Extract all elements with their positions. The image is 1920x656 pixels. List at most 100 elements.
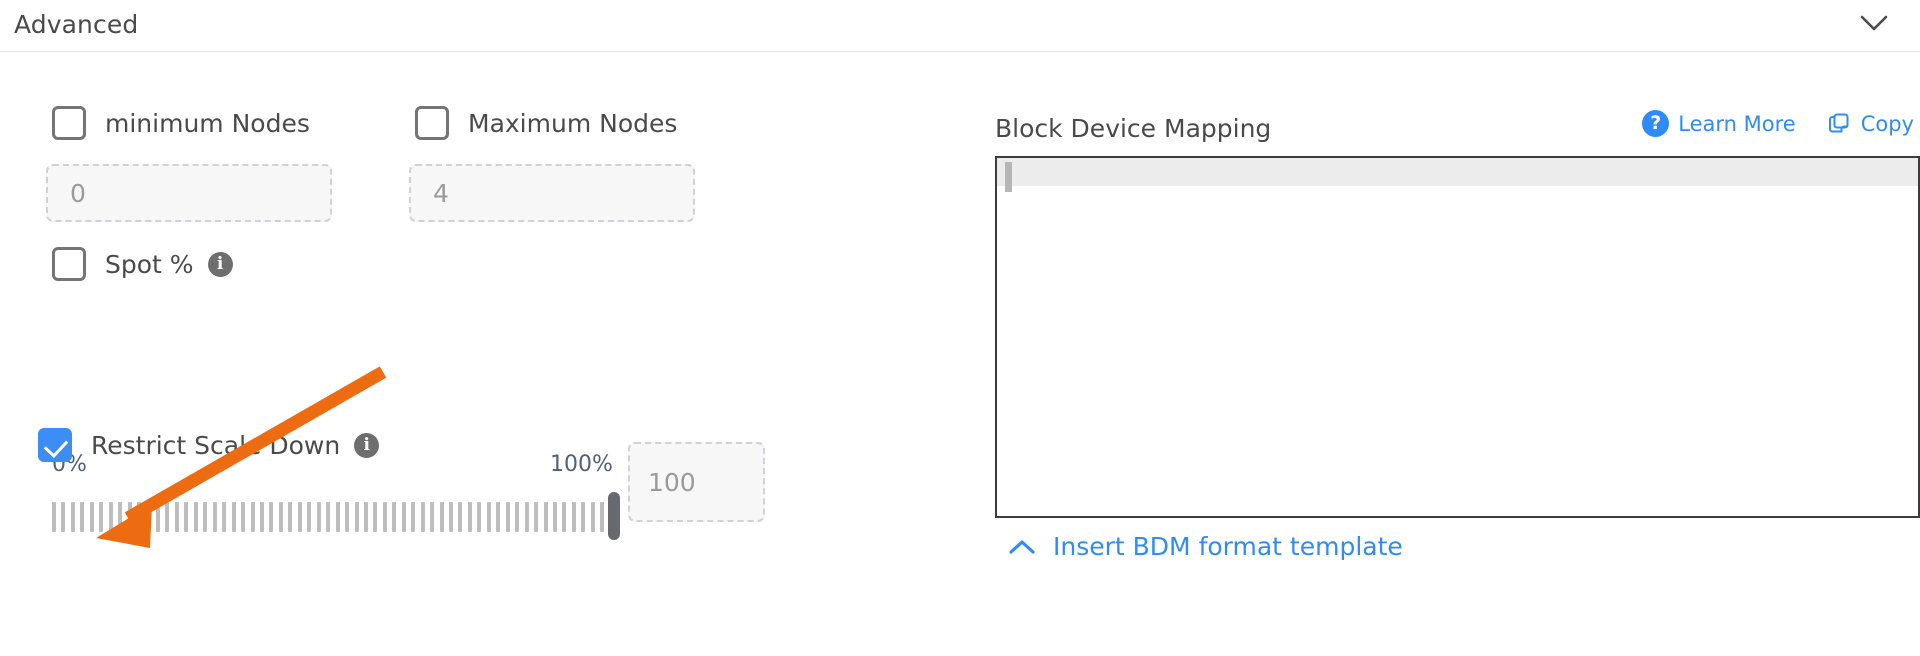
slider-track[interactable]	[52, 500, 614, 534]
slider-tick	[231, 502, 236, 532]
bdm-actions: ? Learn More Copy	[1642, 110, 1914, 137]
slider-tick	[467, 502, 472, 532]
slider-tick	[571, 502, 576, 532]
slider-tick	[278, 502, 283, 532]
max-nodes-row: Maximum Nodes	[415, 106, 677, 140]
min-nodes-label: minimum Nodes	[105, 108, 310, 138]
slider-tick	[439, 502, 444, 532]
slider-tick	[345, 502, 350, 532]
slider-tick	[137, 502, 142, 532]
slider-tick	[222, 502, 227, 532]
restrict-scale-down-row: Restrict Scale Down i	[38, 428, 380, 462]
max-nodes-label: Maximum Nodes	[468, 108, 678, 138]
slider-max-label: 100%	[550, 452, 613, 477]
slider-tick	[80, 502, 85, 532]
restrict-scale-down-checkbox[interactable]	[38, 428, 72, 462]
slider-tick	[486, 502, 491, 532]
slider-tick	[515, 502, 520, 532]
min-nodes-checkbox[interactable]	[52, 106, 86, 140]
slider-tick	[354, 502, 359, 532]
learn-more-label: Learn More	[1678, 111, 1796, 136]
slider-tick	[382, 502, 387, 532]
slider-tick	[505, 502, 510, 532]
slider-tick	[411, 502, 416, 532]
slider-tick	[99, 502, 104, 532]
slider-tick	[496, 502, 501, 532]
spot-percent-label: Spot %	[105, 249, 194, 279]
slider-tick	[430, 502, 435, 532]
min-nodes-input-value: 0	[70, 178, 86, 208]
spot-percent-row: Spot % i	[52, 247, 233, 281]
learn-more-button[interactable]: ? Learn More	[1642, 110, 1796, 137]
chevron-down-icon[interactable]	[1856, 8, 1892, 38]
slider-tick	[316, 502, 321, 532]
editor-caret	[1005, 162, 1012, 192]
spot-percent-value: 100	[648, 467, 696, 497]
slider-tick	[326, 502, 331, 532]
slider-tick	[458, 502, 463, 532]
slider-tick	[70, 502, 75, 532]
slider-tick	[449, 502, 454, 532]
slider-tick	[250, 502, 255, 532]
bdm-title: Block Device Mapping	[995, 114, 1272, 143]
insert-bdm-template-label: Insert BDM format template	[1053, 532, 1403, 561]
slider-tick	[524, 502, 529, 532]
slider-tick	[401, 502, 406, 532]
copy-button[interactable]: Copy	[1826, 111, 1914, 137]
slider-tick	[193, 502, 198, 532]
slider-tick	[590, 502, 595, 532]
slider-tick	[553, 502, 558, 532]
insert-bdm-template-button[interactable]: Insert BDM format template	[1007, 532, 1403, 561]
copy-label: Copy	[1860, 111, 1914, 136]
panel-header: Advanced	[0, 0, 1920, 52]
slider-tick	[288, 502, 293, 532]
slider-tick	[297, 502, 302, 532]
slider-tick	[420, 502, 425, 532]
slider-tick	[335, 502, 340, 532]
max-nodes-checkbox[interactable]	[415, 106, 449, 140]
max-nodes-input[interactable]: 4	[409, 164, 695, 222]
restrict-scale-down-label: Restrict Scale Down	[91, 430, 341, 460]
advanced-left-column: minimum Nodes 0 Maximum Nodes 4 Spot % i…	[0, 52, 960, 656]
slider-tick	[373, 502, 378, 532]
question-circle-icon: ?	[1642, 110, 1670, 137]
slider-tick	[562, 502, 567, 532]
slider-tick	[89, 502, 94, 532]
page-title: Advanced	[14, 10, 139, 39]
slider-tick	[259, 502, 264, 532]
spot-percent-checkbox[interactable]	[52, 247, 86, 281]
slider-tick	[127, 502, 132, 532]
info-icon[interactable]: i	[354, 432, 380, 458]
slider-tick	[534, 502, 539, 532]
copy-icon	[1826, 111, 1852, 137]
bdm-code-editor[interactable]	[995, 156, 1920, 518]
slider-tick	[581, 502, 586, 532]
chevron-up-icon	[1007, 537, 1037, 557]
slider-tick	[61, 502, 66, 532]
min-nodes-row: minimum Nodes	[52, 106, 310, 140]
slider-tick	[174, 502, 179, 532]
info-icon[interactable]: i	[207, 251, 233, 277]
slider-tick	[212, 502, 217, 532]
slider-tick	[241, 502, 246, 532]
spot-percent-value-input[interactable]: 100	[628, 442, 765, 522]
slider-tick	[146, 502, 151, 532]
slider-tick	[184, 502, 189, 532]
slider-tick	[269, 502, 274, 532]
max-nodes-input-value: 4	[433, 178, 449, 208]
min-nodes-input[interactable]: 0	[46, 164, 332, 222]
slider-tick	[477, 502, 482, 532]
slider-tick	[108, 502, 113, 532]
slider-tick	[155, 502, 160, 532]
slider-tick	[118, 502, 123, 532]
editor-active-line	[997, 158, 1918, 186]
slider-tick	[543, 502, 548, 532]
slider-thumb[interactable]	[608, 492, 620, 540]
slider-tick	[52, 502, 56, 532]
slider-tick	[363, 502, 368, 532]
slider-tick	[165, 502, 170, 532]
slider-tick	[392, 502, 397, 532]
block-device-mapping-section: Block Device Mapping ? Learn More Copy	[995, 52, 1920, 656]
slider-tick	[203, 502, 208, 532]
